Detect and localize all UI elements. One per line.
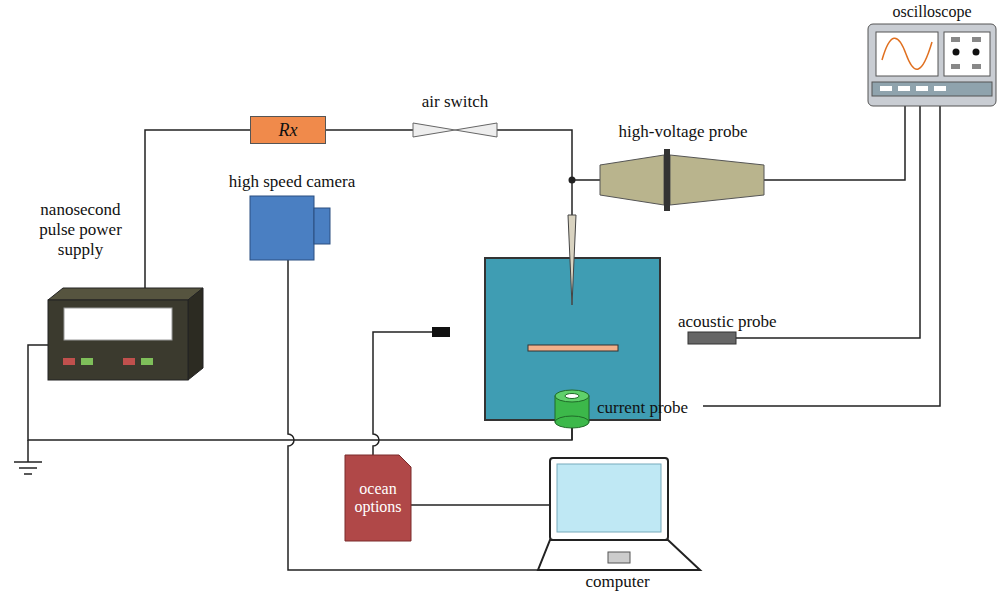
supply-side: [188, 288, 203, 380]
plate-electrode: [528, 345, 618, 351]
scope-panel: [944, 32, 990, 76]
node-label: current probe: [597, 398, 688, 418]
acoustic-probe: acoustic probe: [678, 312, 808, 346]
laptop-screen: [550, 458, 668, 540]
wire: [703, 106, 940, 406]
electrode-wire: [571, 180, 573, 215]
current-probe: current probe: [553, 388, 703, 430]
oscilloscope: oscilloscope: [862, 2, 1002, 108]
wire: [505, 130, 600, 180]
optical-fiber: [373, 332, 432, 455]
wire: [736, 106, 920, 338]
waveform: [882, 38, 932, 69]
knob: [972, 37, 981, 42]
high-speed-camera: high speed camera: [212, 172, 372, 264]
camera-lens: [314, 208, 330, 244]
scope-screen: [876, 32, 938, 76]
probe-cylinder: [555, 390, 589, 402]
supply-display: [64, 308, 172, 340]
supply-top: [48, 288, 203, 300]
probe-body: [670, 155, 764, 205]
switch-symbol: [413, 123, 455, 137]
knob: [973, 49, 980, 56]
wire: [405, 129, 413, 131]
pulse-power-supply: nanosecond pulse power supply: [18, 200, 208, 385]
ground-symbol: [24, 473, 32, 475]
computer: computer: [530, 452, 705, 594]
probe-hole: [565, 394, 579, 399]
wire: [764, 106, 905, 180]
probe-cylinder: [555, 416, 589, 428]
ground-symbol: [19, 467, 37, 469]
knob: [953, 49, 960, 56]
node-label: nanosecond pulse power supply: [28, 200, 133, 260]
air-switch: air switch: [405, 92, 505, 142]
wire: [288, 260, 538, 570]
supply-front: [48, 300, 188, 380]
scope-bar: [872, 82, 992, 96]
button: [880, 86, 892, 91]
button: [141, 358, 153, 365]
scope-body: [868, 24, 996, 106]
laptop-display: [557, 464, 661, 532]
node-label: oscilloscope: [862, 2, 1002, 22]
button: [123, 358, 135, 365]
wire: [411, 504, 550, 506]
high-voltage-probe: high-voltage probe: [598, 122, 768, 212]
camera-body: [250, 196, 314, 260]
node-label: air switch: [405, 92, 505, 112]
needle-electrode: [568, 215, 576, 305]
spectrometer: ocean options: [345, 455, 411, 541]
ground-symbol: [14, 461, 42, 463]
wire: [326, 129, 405, 131]
node-label: computer: [530, 573, 705, 591]
acoustic-sensor: [688, 332, 736, 344]
touchpad: [608, 552, 630, 563]
knob: [972, 64, 981, 69]
node-label: acoustic probe: [678, 312, 777, 332]
probe-band: [664, 149, 670, 211]
wire: [145, 130, 250, 288]
probe-body: [600, 155, 664, 205]
spectrometer-box: [345, 455, 411, 541]
button: [934, 86, 946, 91]
node-label: Rx: [251, 117, 325, 143]
button: [81, 358, 93, 365]
node-label: high speed camera: [212, 172, 372, 192]
switch-symbol: [455, 123, 497, 137]
ground-wire: [27, 440, 29, 462]
wire: [497, 129, 505, 131]
button: [63, 358, 75, 365]
laptop-base: [538, 540, 700, 570]
fiber-head: [432, 327, 450, 337]
node-label: ocean options: [345, 455, 411, 541]
knob: [951, 37, 960, 42]
button: [898, 86, 910, 91]
resistor-box: Rx: [250, 116, 326, 144]
button: [916, 86, 928, 91]
node-label: high-voltage probe: [598, 122, 768, 142]
knob: [951, 64, 960, 69]
